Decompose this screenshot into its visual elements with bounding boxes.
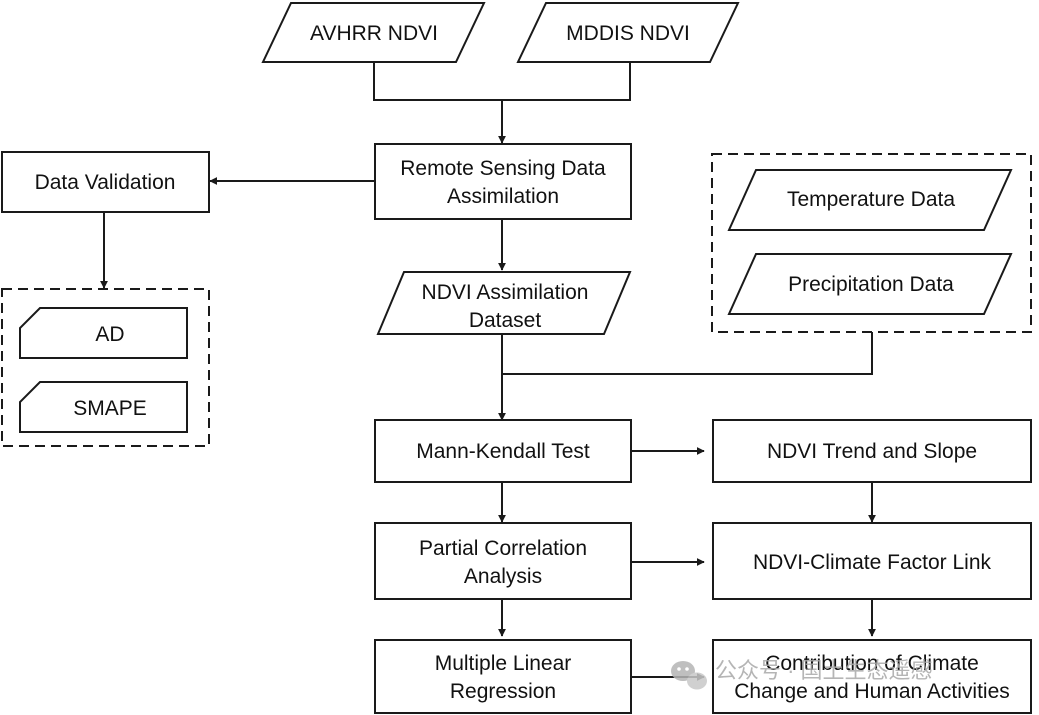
mlr-label-line2: Regression [450, 680, 556, 703]
precipitation-label: Precipitation Data [788, 273, 954, 296]
metric-ad: AD [19, 307, 188, 359]
process-partial-correlation: Partial Correlation Analysis [374, 522, 632, 600]
assimilation-label-line1: Remote Sensing Data [400, 157, 606, 180]
connectors [100, 62, 876, 681]
process-climate-factor-link: NDVI-Climate Factor Link [712, 522, 1032, 600]
dataset-label-line1: NDVI Assimilation [422, 281, 589, 304]
process-trend-slope: NDVI Trend and Slope [712, 419, 1032, 483]
contribution-label-line2: Change and Human Activities [734, 680, 1010, 703]
metrics-group-frame [1, 288, 210, 447]
connector-avhrr-merge [373, 62, 631, 101]
input-avhrr-ndvi: AVHRR NDVI [261, 2, 486, 63]
validation-label: Data Validation [35, 171, 176, 194]
input-avhrr-label: AVHRR NDVI [310, 22, 438, 45]
mlr-label-line1: Multiple Linear [435, 652, 572, 675]
process-multiple-linear-regression: Multiple Linear Regression [374, 639, 632, 714]
metric-smape-label: SMAPE [73, 397, 147, 420]
input-mddis-label: MDDIS NDVI [566, 22, 690, 45]
climate-data-group-frame [711, 153, 1032, 333]
process-data-validation: Data Validation [1, 151, 210, 213]
data-precipitation: Precipitation Data [727, 253, 1013, 315]
connector-climate-group-merge [502, 332, 873, 375]
wechat-logo-icon [671, 661, 707, 690]
watermark: 公众号 · 国土生态遥感 [671, 658, 933, 690]
data-ndvi-assimilation-dataset: NDVI Assimilation Dataset [376, 271, 632, 335]
contribution-label-line1: Contribution of Climate [765, 652, 979, 675]
assimilation-label-line2: Assimilation [447, 185, 559, 208]
partial-corr-label-line1: Partial Correlation [419, 537, 587, 560]
metric-smape: SMAPE [19, 381, 188, 433]
temperature-label: Temperature Data [787, 188, 955, 211]
data-temperature: Temperature Data [727, 169, 1013, 231]
input-mddis-ndvi: MDDIS NDVI [516, 2, 740, 63]
watermark-text: 公众号 · 国土生态遥感 [715, 658, 933, 683]
trend-slope-label: NDVI Trend and Slope [767, 440, 977, 463]
partial-corr-label-line2: Analysis [464, 565, 542, 588]
process-contribution: Contribution of Climate Change and Human… [712, 639, 1032, 714]
process-assimilation: Remote Sensing Data Assimilation [374, 143, 632, 220]
process-mann-kendall: Mann-Kendall Test [374, 419, 632, 483]
metric-ad-label: AD [95, 323, 124, 346]
mann-kendall-label: Mann-Kendall Test [416, 440, 590, 463]
dataset-label-line2: Dataset [469, 309, 542, 332]
climate-link-label: NDVI-Climate Factor Link [753, 551, 992, 574]
